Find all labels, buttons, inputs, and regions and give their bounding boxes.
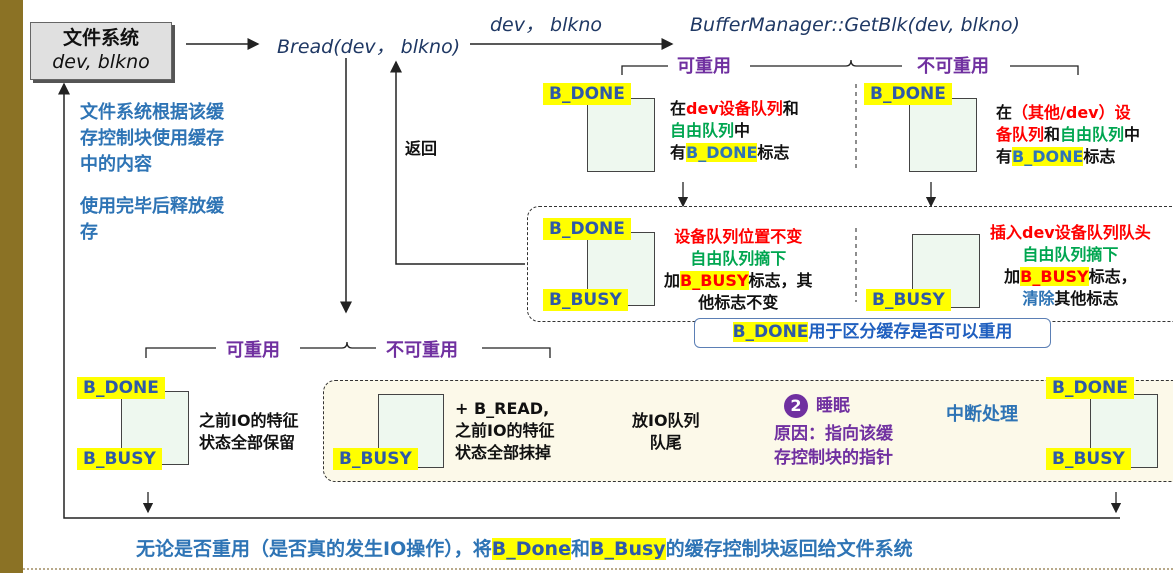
bread-call: Bread(dev， blkno) [277, 36, 461, 58]
bottom-reusable-label: 可重用 [226, 340, 280, 361]
fs-note-line: 存控制块使用缓存 [80, 128, 224, 149]
buffer-block [909, 98, 977, 172]
sleep-reason: 原因：指向该缓 存控制块的指针 [774, 424, 893, 468]
b-busy-tag: B_BUSY [77, 448, 162, 470]
b-done-tag: B_DONE [77, 377, 165, 399]
left-sidebar-bar [0, 0, 23, 573]
bottom-left-description: 之前IO的特征 状态全部保留 [199, 411, 299, 452]
getblk-call: BufferManager::GetBlk(dev, blkno) [690, 14, 1020, 36]
return-label: 返回 [405, 139, 438, 158]
step-number-badge: 2 [784, 394, 808, 418]
b-busy-tag: B_BUSY [866, 289, 951, 311]
b-done-tag: B_DONE [543, 218, 631, 240]
mid-right-description: 插入dev设备队列队头 自由队列摘下 加B_BUSY标志， 清除其他标志 [990, 223, 1151, 308]
b-done-tag: B_DONE [543, 83, 631, 105]
io-flow-dashed-group [323, 380, 1173, 482]
b-busy-tag: B_BUSY [543, 289, 628, 311]
mid-left-description: 设备队列位置不变 自由队列摘下 加B_BUSY标志，其 他标志不变 [664, 227, 813, 312]
fs-note-line: 文件系统根据该缓 [80, 102, 224, 123]
b-busy-tag: B_BUSY [1046, 448, 1131, 470]
bottom-summary: 无论是否重用（是否真的发生IO操作），将B_Done和B_Busy的缓存控制块返… [136, 538, 913, 560]
file-system-box: 文件系统 dev, blkno [30, 22, 172, 80]
interrupt-handling-label: 中断处理 [946, 404, 1018, 425]
dev-blkno-label: dev， blkno [490, 14, 603, 36]
file-system-params: dev, blkno [52, 51, 150, 73]
fs-note-line: 存 [80, 222, 98, 243]
fs-note-line: 使用完毕后释放缓 [80, 196, 224, 217]
fs-note-line: 中的内容 [80, 154, 152, 175]
b-done-note: B_DONE用于区分缓存是否可以重用 [694, 318, 1051, 348]
b-done-tag: B_DONE [864, 83, 952, 105]
top-left-description: 在dev设备队列和 自由队列中 有B_DONE标志 [670, 99, 799, 162]
b-busy-tag: B_BUSY [333, 448, 418, 470]
top-right-description: 在（其他/dev）设 备队列和自由队列中 有B_DONE标志 [996, 103, 1141, 166]
bottom-not-reusable-label: 不可重用 [386, 340, 458, 361]
top-reusable-label: 可重用 [677, 56, 731, 77]
bottom-divider [23, 568, 1173, 570]
read-step-description: + B_READ, 之前IO的特征 状态全部抹掉 [455, 399, 555, 462]
top-not-reusable-label: 不可重用 [917, 56, 989, 77]
buffer-block [587, 98, 655, 172]
b-done-tag: B_DONE [1046, 377, 1134, 399]
file-system-title: 文件系统 [62, 27, 139, 49]
io-queue-step: 放IO队列 队尾 [632, 411, 700, 452]
fs-usage-note: 文件系统根据该缓 存控制块使用缓存 中的内容 使用完毕后释放缓 存 [80, 100, 224, 246]
